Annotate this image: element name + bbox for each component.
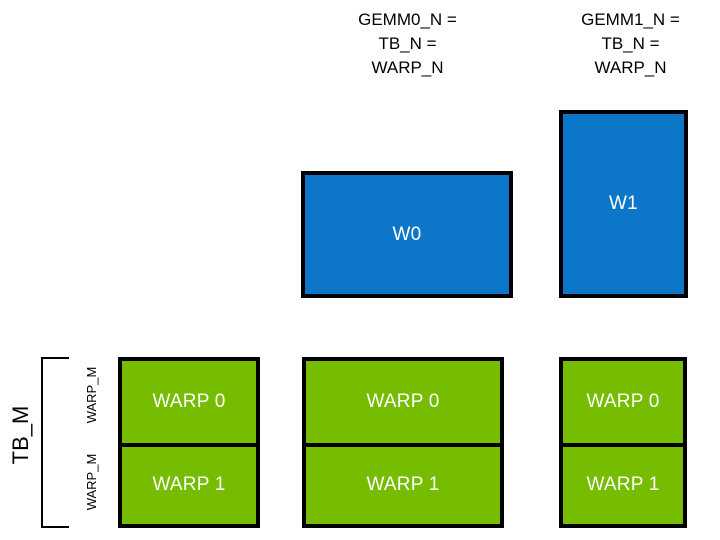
warp-column-2-cell-0-label: WARP 0 bbox=[586, 390, 660, 412]
warp-column-2: WARP 0 WARP 1 bbox=[559, 357, 687, 528]
tb-m-bracket bbox=[41, 357, 69, 528]
blue-box-w1: W1 bbox=[559, 110, 688, 298]
warp-column-1-cell-1: WARP 1 bbox=[306, 442, 500, 524]
warp-column-1-cell-0-label: WARP 0 bbox=[366, 390, 440, 412]
gemm0-n-caption: GEMM0_N = TB_N = WARP_N bbox=[358, 10, 457, 77]
warp-column-1-cell-1-label: WARP 1 bbox=[366, 474, 440, 496]
blue-box-w1-label: W1 bbox=[609, 193, 638, 214]
warp-column-1: WARP 0 WARP 1 bbox=[302, 357, 504, 528]
warp-column-2-cell-0: WARP 0 bbox=[563, 361, 683, 443]
warp-column-1-cell-0: WARP 0 bbox=[306, 361, 500, 443]
axis-label-warp-m-bottom: WARP_M bbox=[83, 453, 99, 511]
warp-column-0: WARP 0 WARP 1 bbox=[118, 357, 260, 528]
warp-column-0-cell-1-label: WARP 1 bbox=[152, 474, 226, 496]
blue-box-w0-label: W0 bbox=[392, 223, 422, 245]
axis-label-warp-m-top: WARP_M bbox=[83, 366, 99, 424]
warp-column-0-cell-0: WARP 0 bbox=[122, 361, 256, 443]
warp-column-2-cell-1-label: WARP 1 bbox=[586, 474, 660, 496]
warp-column-0-cell-0-label: WARP 0 bbox=[152, 390, 226, 412]
blue-box-w0: W0 bbox=[301, 171, 513, 298]
warp-column-0-cell-1: WARP 1 bbox=[122, 442, 256, 524]
axis-label-tb-m: TB_M bbox=[8, 405, 33, 465]
gemm1-n-caption: GEMM1_N = TB_N = WARP_N bbox=[581, 10, 680, 77]
warp-column-2-cell-1: WARP 1 bbox=[563, 442, 683, 524]
